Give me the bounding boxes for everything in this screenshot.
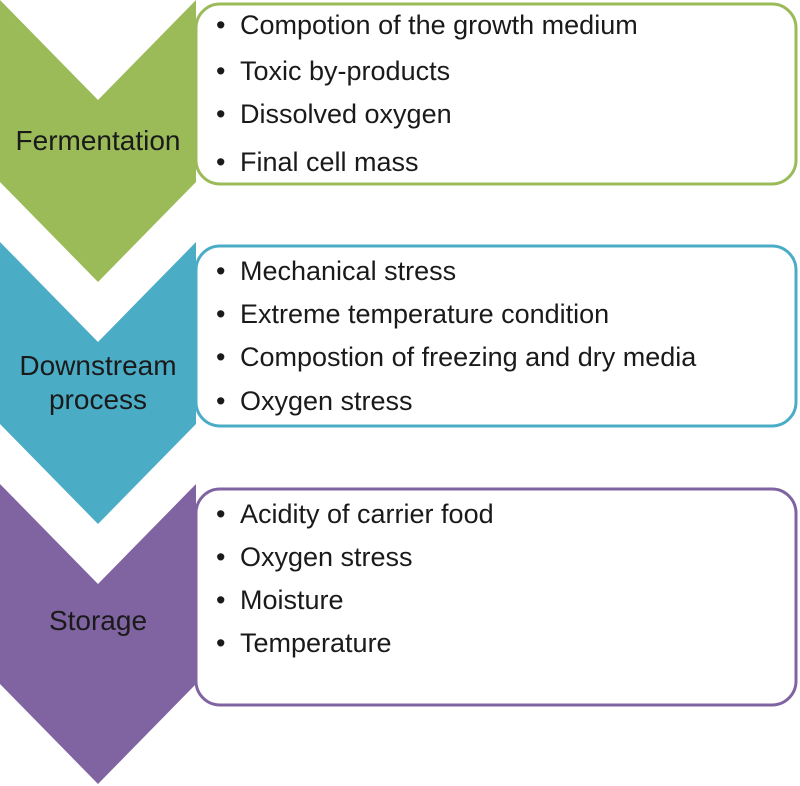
- storage-chevron: [0, 484, 196, 784]
- list-item: Dissolved oxygen: [216, 93, 638, 141]
- list-item: Compostion of freezing and dry media: [216, 336, 696, 380]
- list-item: Oxygen stress: [216, 380, 696, 423]
- fermentation-chevron: [0, 0, 196, 282]
- list-item: Toxic by-products: [216, 50, 638, 93]
- list-item: Extreme temperature condition: [216, 293, 696, 336]
- downstream-factor-list: Mechanical stress Extreme temperature co…: [216, 250, 696, 423]
- list-item: Moisture: [216, 579, 494, 622]
- fermentation-factor-list: Compotion of the growth medium Toxic by-…: [216, 6, 638, 185]
- stage-label-downstream-process: Downstream process: [0, 349, 196, 417]
- stage-label-fermentation: Fermentation: [15, 125, 181, 156]
- stage-label-downstream-line-1: Downstream: [19, 350, 177, 381]
- downstream-chevron: [0, 242, 196, 524]
- list-item: Mechanical stress: [216, 250, 696, 293]
- storage-factor-list: Acidity of carrier food Oxygen stress Mo…: [216, 493, 494, 665]
- list-item: Acidity of carrier food: [216, 493, 494, 536]
- list-item: Compotion of the growth medium: [216, 6, 638, 50]
- stage-label-downstream-line-2: process: [48, 384, 148, 415]
- list-item: Temperature: [216, 622, 494, 665]
- stage-label-storage: Storage: [48, 605, 148, 636]
- list-item: Final cell mass: [216, 141, 638, 185]
- list-item: Oxygen stress: [216, 536, 494, 579]
